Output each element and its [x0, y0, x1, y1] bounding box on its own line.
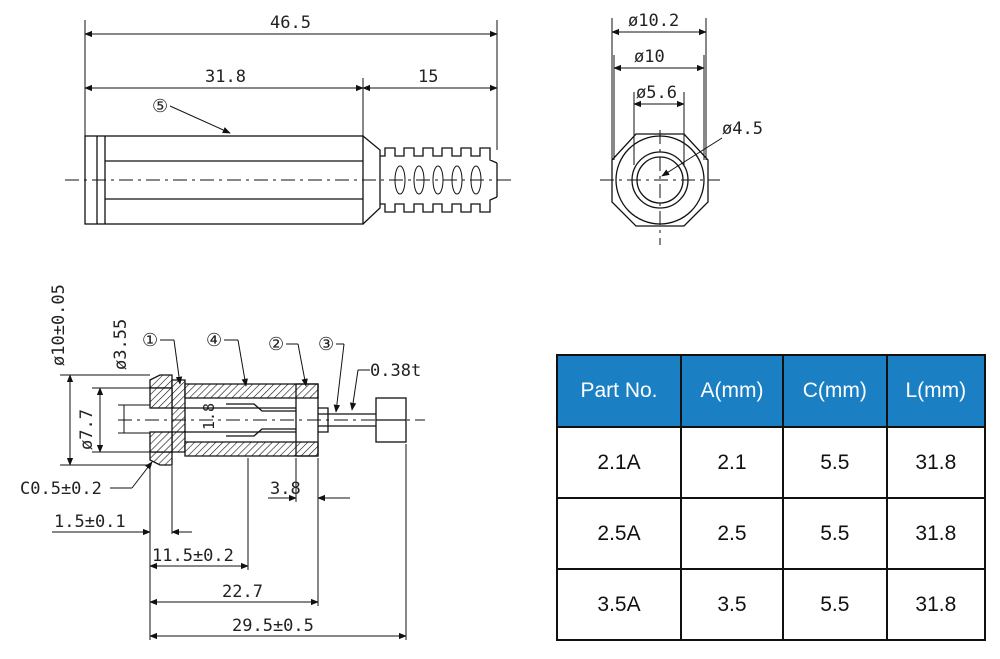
section-view: ø10±0.05 ø3.55 ø7.7 1.8 ①	[20, 284, 425, 640]
dim-body-label: 31.8	[205, 67, 246, 87]
header-l: L(mm)	[885, 354, 987, 428]
pin-dim-label: 1.8	[200, 403, 218, 430]
dim-total-label: 46.5	[270, 13, 311, 33]
thickness-label: 0.38t	[370, 361, 421, 381]
spec-table: Part No. A(mm) C(mm) L(mm) 2.1A 2.1 5.5 …	[556, 354, 987, 641]
table-row: 2.1A 2.1 5.5 31.8	[556, 426, 987, 499]
dim-tail-label: 15	[418, 67, 438, 87]
cell-a: 2.5	[679, 497, 784, 570]
callout-5: ⑤	[152, 96, 168, 117]
cell-a: 2.1	[679, 426, 784, 499]
d-hole-label: ø5.6	[636, 83, 677, 103]
d-outer-label: ø10.2	[628, 11, 679, 31]
cell-l: 31.8	[885, 568, 987, 641]
dim-22-7-label: 22.7	[222, 582, 263, 602]
cell-part-no: 2.1A	[556, 426, 682, 499]
cell-part-no: 2.5A	[556, 497, 682, 570]
dim-11-5-label: 11.5±0.2	[152, 546, 234, 566]
cell-l: 31.8	[885, 497, 987, 570]
spec-table-header: Part No. A(mm) C(mm) L(mm)	[556, 354, 987, 428]
header-part-no: Part No.	[556, 354, 682, 428]
cell-part-no: 3.5A	[556, 568, 682, 641]
d-inner-label: ø3.55	[111, 319, 131, 370]
cell-c: 5.5	[781, 497, 888, 570]
header-a: A(mm)	[679, 354, 784, 428]
d-body-label: ø10	[634, 47, 665, 67]
callout-2: ②	[268, 334, 284, 355]
cell-l: 31.8	[885, 426, 987, 499]
dim-29-5-label: 29.5±0.5	[232, 616, 314, 636]
cell-a: 3.5	[679, 568, 784, 641]
header-c: C(mm)	[781, 354, 888, 428]
callout-1: ①	[142, 330, 158, 351]
d-pin-label: ø4.5	[722, 119, 763, 139]
cell-c: 5.5	[781, 426, 888, 499]
callout-4: ④	[206, 330, 222, 351]
table-row: 3.5A 3.5 5.5 31.8	[556, 568, 987, 641]
d-bore-label: ø7.7	[77, 409, 97, 450]
side-view: 46.5 31.8 15 ⑤	[65, 13, 515, 225]
table-row: 2.5A 2.5 5.5 31.8	[556, 497, 987, 570]
hex-nut	[611, 133, 709, 227]
chamfer-label: C0.5±0.2	[20, 479, 102, 499]
callout-3: ③	[318, 334, 334, 355]
dim-1-5-label: 1.5±0.1	[54, 512, 126, 532]
cell-c: 5.5	[781, 568, 888, 641]
d-outer-tol-label: ø10±0.05	[49, 284, 69, 366]
dim-3-8-label: 3.8	[270, 479, 301, 499]
end-view: ø10.2 ø10 ø5.6 ø4.5	[600, 11, 763, 245]
